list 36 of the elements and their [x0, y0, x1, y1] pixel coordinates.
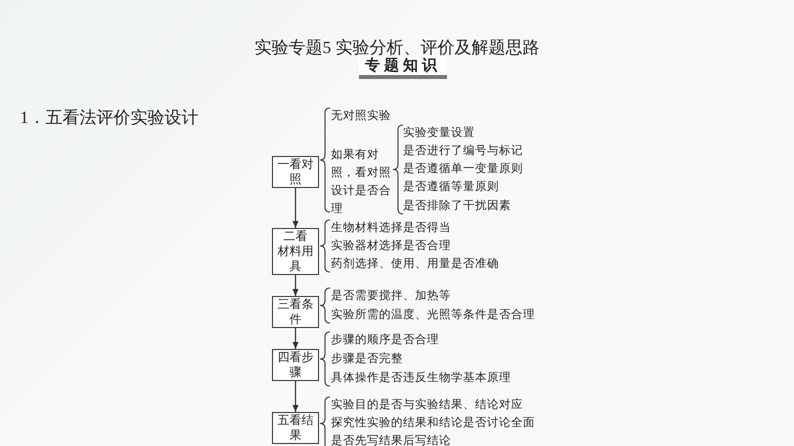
criterion-text: 探究性实验的结果和结论是否讨论全面 [331, 416, 535, 430]
criterion-text: 实验所需的温度、光照等条件是否合理 [331, 308, 535, 322]
step-label: 三看条件 [276, 297, 314, 327]
arrow [292, 275, 298, 296]
criterion-text: 是否遵循等量原则 [403, 180, 499, 194]
step-label: 二看 [282, 229, 308, 244]
step-label: 五看结果 [276, 413, 314, 443]
section-banner: 专题知识 [359, 57, 447, 79]
section-heading: 1．五看法评价实验设计 [20, 107, 198, 129]
arrow [292, 188, 298, 228]
criterion-text: 是否排除了干扰因素 [403, 199, 511, 213]
step-label: 一看对照 [276, 157, 314, 187]
step-box [272, 156, 319, 188]
criterion-text: 实验器材选择是否合理 [331, 239, 451, 253]
criterion-text: 步骤是否完整 [331, 352, 403, 366]
criterion-text: 无对照实验 [331, 109, 391, 123]
step-box [272, 296, 319, 328]
criterion-text: 实验目的是否与实验结果、结论对应 [331, 398, 523, 412]
criterion-text: 如果有对照，看对照设计是否合理 [331, 148, 392, 217]
step-box [272, 349, 319, 381]
step-box [272, 228, 319, 275]
step-label: 四看步骤 [276, 350, 314, 380]
step-label: 材料用具 [276, 244, 314, 274]
criterion-text: 步骤的顺序是否合理 [331, 333, 439, 347]
criterion-text: 生物材料选择是否得当 [331, 221, 451, 235]
title: 实验专题5 实验分析、评价及解题思路 [254, 37, 540, 57]
step-box [272, 412, 319, 444]
criterion-text: 是否需要搅拌、加热等 [331, 289, 451, 303]
criterion-text: 是否进行了编号与标记 [403, 144, 523, 158]
criterion-text: 是否先写结果后写结论 [331, 434, 451, 446]
criterion-text: 药剂选择、使用、用量是否准确 [331, 257, 499, 271]
arrow [292, 381, 298, 412]
criterion-text: 实验变量设置 [403, 126, 475, 140]
criterion-text: 是否遵循单一变量原则 [403, 162, 523, 176]
criterion-text: 具体操作是否违反生物学基本原理 [331, 371, 511, 385]
arrow [292, 328, 298, 349]
